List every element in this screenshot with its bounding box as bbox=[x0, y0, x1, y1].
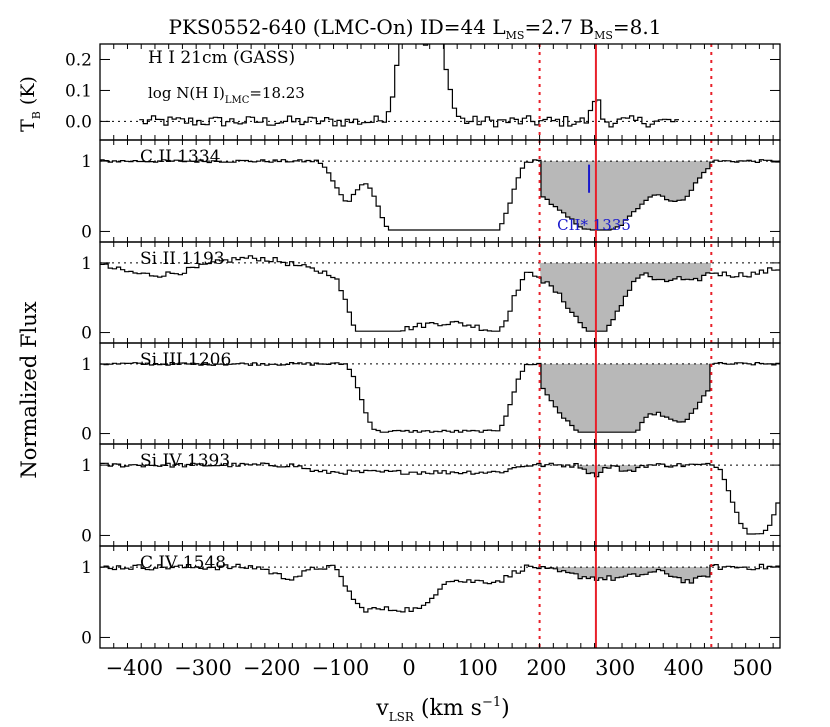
y-axis-label: Normalized Flux bbox=[17, 301, 41, 478]
ion-label: Si III 1206 bbox=[140, 350, 231, 370]
flux-spectrum bbox=[100, 362, 780, 433]
y-tick-label: 0 bbox=[81, 526, 92, 546]
x-tick-label: 200 bbox=[526, 656, 566, 680]
velocity-markers bbox=[538, 44, 713, 648]
x-tick-label: 300 bbox=[595, 656, 635, 680]
y-tick-label: 1 bbox=[81, 355, 92, 375]
shaded-absorption bbox=[539, 161, 712, 230]
y-tick-label: 0 bbox=[81, 222, 92, 242]
y-tick-label: 0 bbox=[81, 425, 92, 445]
y-tick-label: 1 bbox=[81, 456, 92, 476]
shaded-absorption bbox=[539, 363, 712, 433]
x-tick-label: −100 bbox=[312, 656, 370, 680]
shaded-absorption bbox=[539, 262, 712, 332]
y-tick-label: 0.0 bbox=[65, 112, 92, 132]
flux-spectrum bbox=[100, 462, 780, 535]
x-axis-label: vLSR (km s−1) bbox=[375, 695, 510, 724]
chart-title: PKS0552-640 (LMC-On) ID=44 LMS=2.7 BMS=8… bbox=[169, 15, 662, 42]
top-panel-label: H I 21cm (GASS) bbox=[148, 48, 295, 68]
spectra-lines bbox=[100, 44, 780, 613]
y-tick-label: 0.1 bbox=[65, 81, 92, 101]
y-tick-label: 0.2 bbox=[65, 50, 92, 70]
ion-label: Si II 1193 bbox=[140, 249, 225, 269]
x-tick-label: −200 bbox=[243, 656, 301, 680]
cii-star-label: CII* 1335 bbox=[557, 216, 631, 234]
ion-label: C IV 1548 bbox=[140, 553, 226, 573]
x-tick-label: −400 bbox=[105, 656, 163, 680]
y-tick-label: 1 bbox=[81, 558, 92, 578]
top-y-axis-label: TB (K) bbox=[17, 76, 43, 132]
x-tick-label: −300 bbox=[174, 656, 232, 680]
shaded-regions bbox=[539, 161, 712, 583]
x-tick-label: 0 bbox=[402, 656, 415, 680]
x-tick-label: 100 bbox=[458, 656, 498, 680]
hi-21cm-spectrum bbox=[139, 44, 679, 128]
panel-frame-5 bbox=[99, 545, 781, 649]
x-tick-label: 400 bbox=[664, 656, 704, 680]
panel-frames bbox=[99, 43, 781, 649]
column-density-label: log N(H I)LMC=18.23 bbox=[148, 84, 305, 106]
y-tick-label: 1 bbox=[81, 152, 92, 172]
shaded-absorption bbox=[539, 567, 712, 583]
ion-label: C II 1334 bbox=[140, 147, 221, 167]
flux-spectrum bbox=[100, 255, 780, 332]
chart-text: PKS0552-640 (LMC-On) ID=44 LMS=2.7 BMS=8… bbox=[17, 15, 773, 724]
y-tick-label: 1 bbox=[81, 254, 92, 274]
flux-spectrum bbox=[100, 159, 780, 231]
ion-label: Si IV 1393 bbox=[140, 451, 230, 471]
y-tick-label: 0 bbox=[81, 324, 92, 344]
y-tick-label: 0 bbox=[81, 628, 92, 648]
x-tick-label: 500 bbox=[732, 656, 772, 680]
